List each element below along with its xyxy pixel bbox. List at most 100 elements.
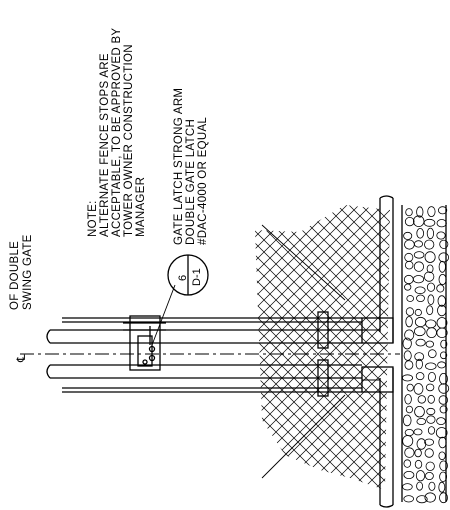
footing-stone bbox=[439, 471, 448, 483]
footing-stone bbox=[438, 260, 446, 273]
footing-stone bbox=[402, 414, 412, 427]
post-clamps bbox=[317, 311, 329, 397]
detail-tag-sheet: D-1 bbox=[191, 268, 203, 286]
footing-stone bbox=[415, 338, 426, 347]
footing-stone bbox=[427, 426, 436, 435]
footing-stone bbox=[403, 350, 412, 361]
footing-stone bbox=[403, 470, 415, 479]
footing-stone bbox=[413, 383, 424, 395]
footing-stone bbox=[413, 240, 423, 248]
footing-stone bbox=[416, 417, 427, 425]
note-text: NOTE: ALTERNATE FENCE STOPS ARE ACCEPTAB… bbox=[87, 28, 147, 237]
footing-stone bbox=[401, 374, 413, 382]
footing-stone bbox=[425, 362, 437, 370]
footing-stone bbox=[423, 271, 435, 282]
concrete-footing bbox=[401, 205, 450, 504]
footing-stone bbox=[426, 227, 434, 240]
gate-post-lower bbox=[46, 364, 362, 393]
footing-stone bbox=[426, 407, 436, 416]
footing-stone bbox=[425, 461, 435, 472]
footing-stone bbox=[440, 339, 448, 349]
footing-stone bbox=[437, 206, 448, 215]
footing-stone bbox=[413, 428, 423, 436]
footing-stone bbox=[427, 294, 435, 306]
footing-stone bbox=[404, 428, 414, 437]
footing-stone bbox=[402, 483, 413, 491]
brace-lines bbox=[261, 224, 346, 479]
footing-stone bbox=[404, 239, 415, 250]
footing-stone bbox=[426, 305, 434, 316]
footing-stone bbox=[415, 470, 426, 482]
footing-stone bbox=[435, 427, 448, 439]
footing-stone bbox=[404, 283, 412, 291]
footing-stone bbox=[428, 481, 436, 491]
footing-stone bbox=[404, 217, 415, 227]
footing-stone bbox=[438, 383, 450, 394]
footing-stone bbox=[439, 239, 449, 249]
footing-stone bbox=[413, 326, 426, 337]
footing-stone bbox=[406, 295, 415, 302]
footing-stone bbox=[406, 383, 414, 392]
chain-link-mesh bbox=[255, 205, 390, 490]
detail-leader bbox=[151, 284, 176, 346]
footing-stone bbox=[405, 307, 414, 316]
latch-line-3: #DAC-4000 OR EQUAL bbox=[197, 117, 209, 245]
footing-stone bbox=[414, 406, 425, 418]
footing-stone bbox=[427, 371, 436, 382]
latch-line-1: GATE LATCH STRONG ARM bbox=[173, 88, 185, 245]
footing-stone bbox=[439, 492, 448, 504]
footing-stone bbox=[424, 239, 435, 250]
footing-stone bbox=[438, 436, 447, 449]
footing-stone bbox=[405, 405, 413, 414]
footing-stone bbox=[404, 394, 412, 405]
footing-stone bbox=[424, 251, 436, 263]
footing-stone bbox=[414, 286, 426, 295]
footing-stone bbox=[405, 316, 413, 328]
footing-stone bbox=[415, 372, 425, 381]
footing-stone bbox=[439, 460, 448, 471]
footing-stone bbox=[403, 231, 413, 240]
footing-stone bbox=[404, 360, 414, 370]
note-line-2: ALTERNATE FENCE STOPS ARE bbox=[99, 53, 111, 237]
footing-stone bbox=[416, 294, 425, 302]
detail-tag-number: 6 bbox=[177, 275, 189, 281]
note-line-3: ACCEPTABLE, TO BE APPROVED BY bbox=[111, 28, 123, 237]
note-line-5: MANAGER bbox=[135, 177, 147, 237]
footing-stone bbox=[423, 218, 436, 227]
footing-stone bbox=[439, 405, 448, 414]
footing-stone bbox=[438, 451, 446, 461]
footing-stone bbox=[424, 448, 434, 458]
footing-stone bbox=[426, 264, 434, 274]
note-line-1: NOTE: bbox=[87, 200, 99, 237]
footing-stone bbox=[436, 219, 447, 228]
gate-post-upper bbox=[46, 317, 365, 344]
footing-stone bbox=[412, 275, 425, 284]
footing-stone bbox=[404, 252, 414, 262]
footing-stone bbox=[439, 372, 448, 385]
footing-stone bbox=[403, 495, 415, 503]
centerline-symbol: ℄ bbox=[16, 354, 28, 363]
footing-stone bbox=[427, 394, 435, 404]
footing-stone bbox=[405, 260, 414, 270]
footing-stone bbox=[413, 251, 425, 259]
footing-stone bbox=[425, 340, 434, 348]
footing-stone bbox=[404, 329, 415, 341]
footing-stone bbox=[424, 471, 434, 480]
footing-stone bbox=[416, 228, 425, 239]
footing-stone bbox=[438, 252, 450, 263]
footing-stone bbox=[438, 273, 447, 285]
latch-line-2: DOUBLE GATE LATCH bbox=[185, 119, 197, 245]
footing-stone bbox=[424, 492, 436, 503]
footing-stone bbox=[437, 361, 447, 369]
footing-stone bbox=[426, 327, 437, 339]
footing-stone bbox=[405, 208, 413, 217]
footing-stone bbox=[416, 495, 428, 504]
gate-latch-assembly bbox=[123, 315, 166, 371]
footing-stone bbox=[424, 438, 435, 446]
footing-stone bbox=[402, 337, 412, 350]
footing-stone bbox=[414, 316, 427, 328]
footing-stone bbox=[404, 447, 415, 458]
footing-stone bbox=[439, 351, 448, 360]
